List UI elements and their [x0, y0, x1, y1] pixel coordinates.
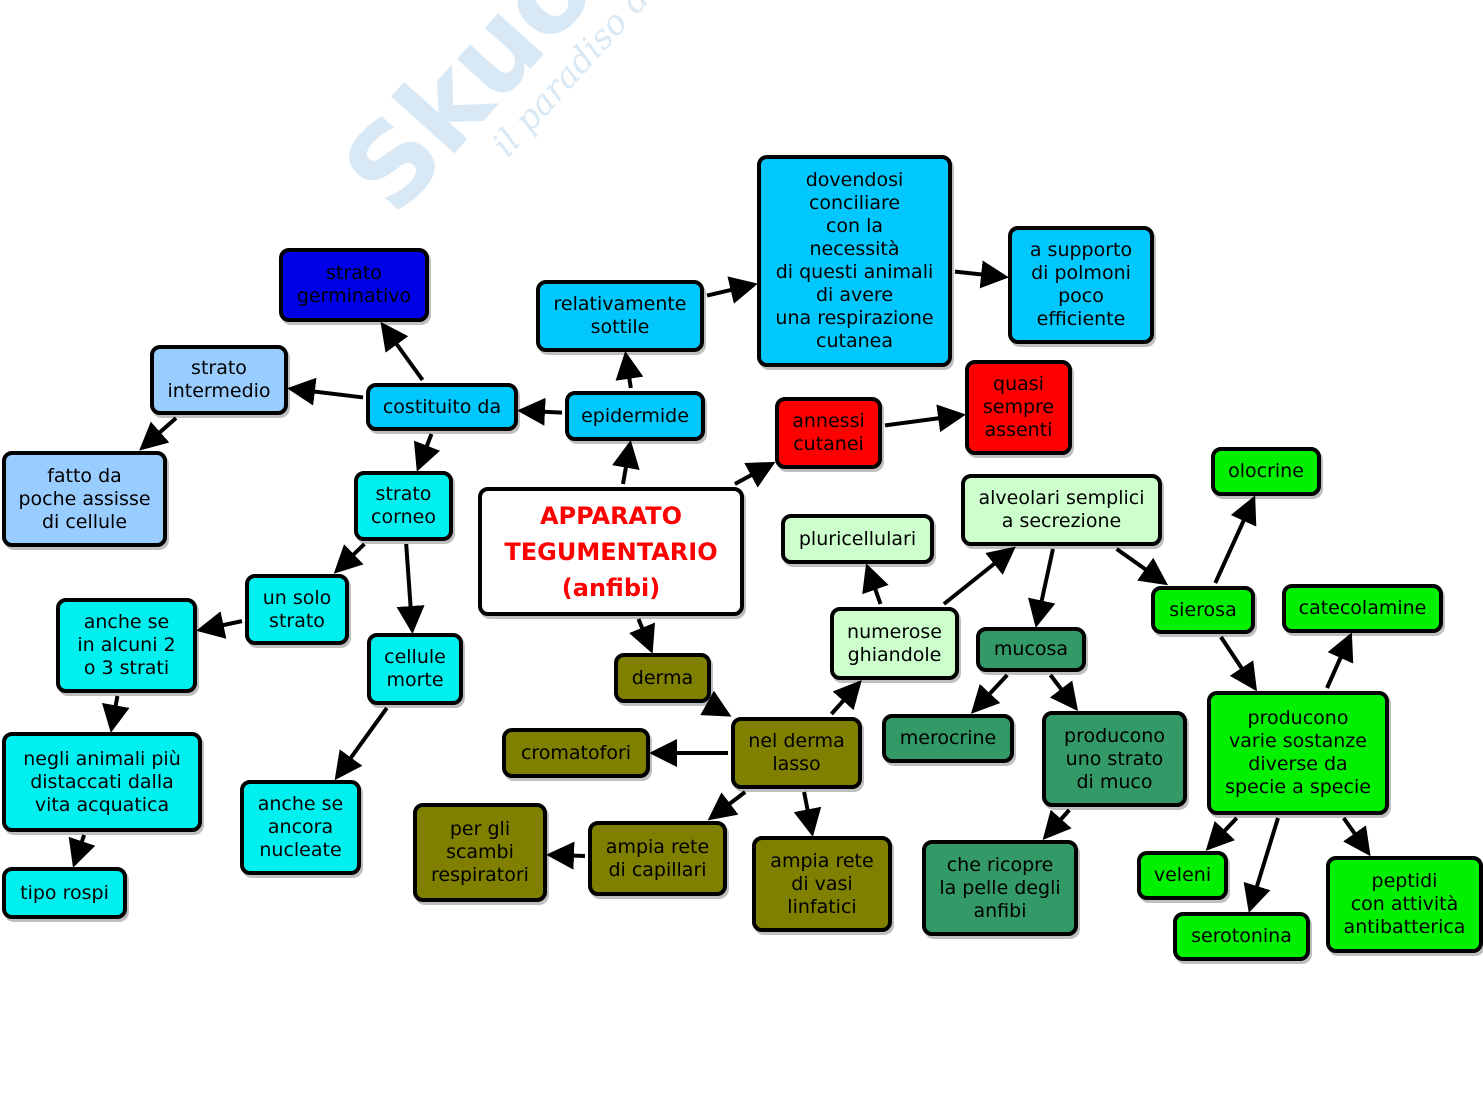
node-strato-germinativo: strato germinativo — [279, 248, 429, 322]
arrow-numerose-ghiandole-to-pluricellulari — [862, 563, 889, 605]
node-peptidi-attivita-antibatterica: peptidi con attività antibatterica — [1326, 856, 1483, 953]
node-a-supporto-di-polmoni: a supporto di polmoni poco efficiente — [1008, 226, 1154, 344]
arrow-alveolari-to-sierosa — [1115, 547, 1169, 586]
node-alveolari-semplici: alveolari semplici a secrezione — [961, 474, 1162, 546]
arrow-mucosa-to-producono-muco — [1048, 673, 1079, 712]
arrow-costituito-da-to-strato-corneo — [413, 433, 441, 472]
node-un-solo-strato: un solo strato — [245, 574, 349, 645]
arrow-derma-to-nel-derma — [700, 690, 732, 717]
arrow-producono-varie-to-peptidi — [1342, 816, 1371, 857]
node-negli-animali: negli animali più distaccati dalla vita … — [2, 732, 202, 832]
node-catecolamine: catecolamine — [1282, 584, 1443, 633]
arrow-ampia-capillari-to-per-gli-scambi — [546, 841, 586, 870]
arrow-sierosa-to-olocrine — [1213, 495, 1257, 584]
node-sierosa: sierosa — [1151, 586, 1255, 634]
arrow-root-to-epidermide — [612, 440, 640, 485]
arrow-costituito-da-to-strato-germinativo — [380, 321, 425, 382]
arrow-producono-varie-to-catecolamine — [1325, 632, 1354, 689]
arrow-numerose-ghiandole-to-alveolari — [942, 546, 1016, 606]
arrow-producono-muco-to-che-ricopre — [1042, 808, 1072, 840]
node-anche-se-in-alcuni: anche se in alcuni 2 o 3 strati — [56, 598, 197, 693]
arrow-epidermide-to-costituito-da — [517, 397, 563, 426]
node-ampia-rete-di-capillari: ampia rete di capillari — [588, 821, 727, 896]
arrow-negli-animali-to-tipo-rospi — [68, 834, 96, 868]
arrow-root-to-derma — [629, 618, 656, 654]
node-quasi-sempre-assenti: quasi sempre assenti — [965, 360, 1072, 455]
arrow-annessi-cutanei-to-quasi-sempre — [884, 404, 966, 433]
node-costituito-da: costituito da — [366, 383, 518, 431]
node-strato-intermedio: strato intermedio — [150, 345, 288, 415]
node-mucosa: mucosa — [976, 627, 1086, 672]
arrow-nel-derma-to-ampia-vasi — [793, 791, 822, 837]
arrow-strato-corneo-to-cellule-morte — [396, 543, 425, 634]
arrow-producono-varie-to-veleni — [1205, 816, 1239, 851]
node-olocrine: olocrine — [1211, 447, 1321, 496]
node-pluricellulari: pluricellulari — [781, 514, 934, 564]
arrow-cellule-morte-to-anche-se-ancora — [334, 706, 389, 781]
node-numerose-ghiandole: numerose ghiandole — [830, 607, 959, 680]
node-producono-varie-sostanze: producono varie sostanze diverse da spec… — [1207, 691, 1389, 815]
arrow-dovendosi-to-a-supporto — [954, 260, 1009, 289]
node-veleni: veleni — [1137, 851, 1228, 900]
node-derma: derma — [614, 653, 711, 703]
arrow-strato-corneo-to-un-solo-strato — [333, 542, 366, 574]
node-dovendosi-conciliare: dovendosi conciliare con la necessità di… — [757, 155, 952, 367]
arrow-mucosa-to-merocrine — [970, 673, 1009, 714]
node-che-ricopre-la-pelle: che ricopre la pelle degli anfibi — [922, 840, 1078, 936]
node-per-gli-scambi-respiratori: per gli scambi respiratori — [413, 803, 547, 902]
arrow-nel-derma-to-ampia-capillari — [707, 790, 747, 821]
node-producono-strato-di-muco: producono uno strato di muco — [1042, 711, 1187, 807]
node-relativamente-sottile: relativamente sottile — [536, 280, 704, 352]
node-cromatofori: cromatofori — [502, 728, 650, 778]
arrow-nel-derma-to-numerose-ghiandole — [829, 680, 862, 716]
node-anche-se-ancora-nucleate: anche se ancora nucleate — [240, 780, 361, 875]
root-node-apparato-tegumentario: APPARATO TEGUMENTARIO (anfibi) — [478, 487, 744, 616]
arrow-un-solo-strato-to-anche-se-alcuni — [196, 611, 243, 639]
arrow-anche-se-alcuni-to-negli-animali — [101, 695, 130, 733]
node-fatto-da-poche-assisse: fatto da poche assisse di cellule — [2, 451, 167, 547]
node-nel-derma-lasso: nel derma lasso — [731, 717, 862, 789]
node-strato-corneo: strato corneo — [354, 471, 453, 541]
node-annessi-cutanei: annessi cutanei — [775, 397, 882, 469]
node-cellule-morte: cellule morte — [367, 633, 463, 705]
arrow-alveolari-to-mucosa — [1028, 548, 1056, 628]
node-ampia-rete-di-vasi-linfatici: ampia rete di vasi linfatici — [752, 836, 892, 932]
arrow-producono-varie-to-serotonina — [1243, 817, 1280, 913]
node-serotonina: serotonina — [1173, 912, 1310, 961]
arrow-strato-intermedio-to-fatto-da — [139, 416, 178, 451]
arrow-sierosa-to-producono-varie — [1219, 635, 1258, 692]
arrow-relativamente-sottile-to-dovendosi — [706, 276, 758, 304]
node-tipo-rospi: tipo rospi — [2, 867, 127, 919]
arrow-costituito-da-to-strato-intermedio — [287, 377, 364, 406]
node-epidermide: epidermide — [565, 391, 705, 441]
arrow-epidermide-to-relativamente-sottile — [615, 351, 644, 389]
node-merocrine: merocrine — [882, 714, 1014, 763]
arrow-root-to-annessi-cutanei — [733, 461, 776, 488]
